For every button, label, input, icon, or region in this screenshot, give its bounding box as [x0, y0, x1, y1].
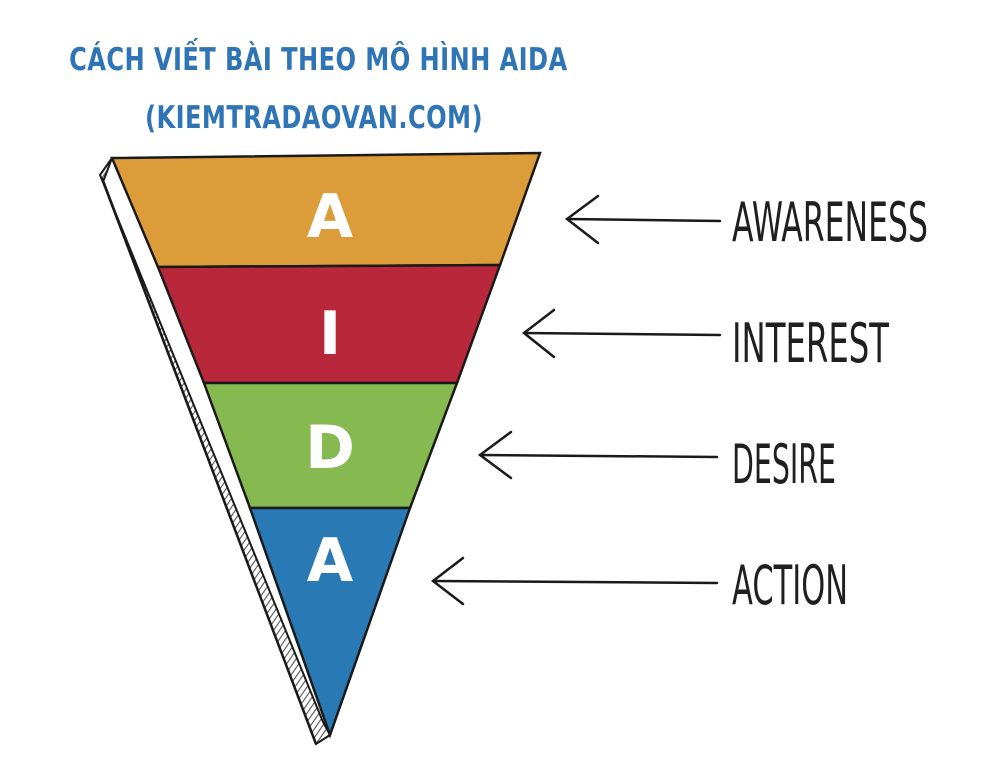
arrow-interest: [521, 308, 722, 359]
diagram-title: CÁCH VIẾT BÀI THEO MÔ HÌNH AIDA: [69, 42, 568, 78]
funnel-band-action: [248, 506, 412, 739]
funnel-letter-a: A: [307, 182, 354, 252]
arrow-awareness: [564, 194, 722, 245]
funnel-letter-d: D: [305, 413, 355, 483]
arrow-desire: [477, 430, 719, 480]
funnel-letter-a-action: A: [307, 526, 354, 596]
label-desire: DESIRE: [732, 433, 836, 496]
arrow-action: [430, 556, 719, 606]
label-interest: INTEREST: [732, 312, 890, 375]
label-awareness: AWARENESS: [732, 191, 928, 254]
label-action: ACTION: [732, 554, 848, 617]
funnel-letter-i: I: [319, 299, 341, 369]
diagram-subtitle: (KIEMTRADAOVAN.COM): [145, 100, 483, 136]
